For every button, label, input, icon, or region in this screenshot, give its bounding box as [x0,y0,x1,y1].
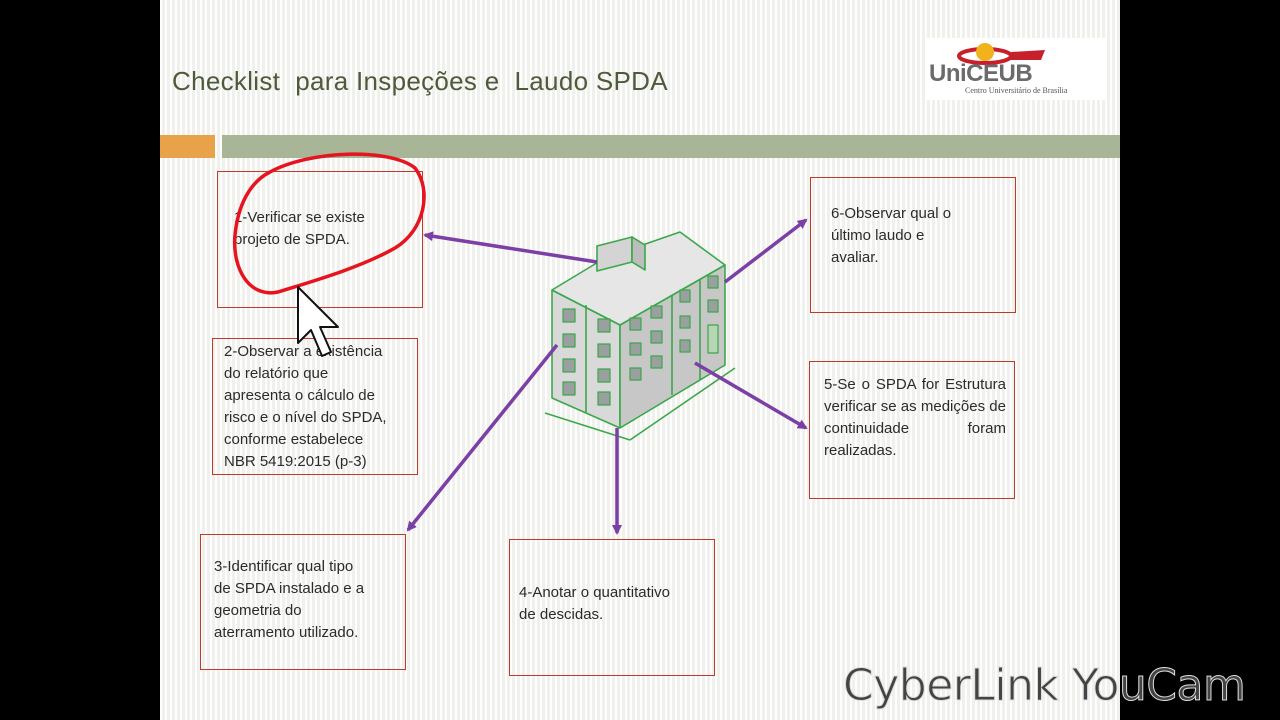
step-3-line-3: geometria do [214,602,302,619]
step-3-line-1: 3-Identificar qual tipo [214,558,354,575]
step-1-box: 1-Verificar se existe projeto de SPDA. [217,171,423,308]
mouse-pointer-icon [297,286,339,357]
step-3-text: 3-Identificar qual tipo de SPDA instalad… [214,556,364,644]
slide-title: Checklist para Inspeções e Laudo SPDA [172,66,668,96]
step-2-box: 2-Observar a existência do relatório que… [212,338,418,475]
step-4-line-2: de descidas. [519,606,604,623]
arrow-to-step-6 [723,218,808,284]
logo-emblem-icon [957,43,1045,65]
step-3-line-4: aterramento utilizado. [214,624,359,641]
step-6-box: 6-Observar qual o último laudo e avaliar… [810,177,1016,313]
arrow-to-step-5 [694,361,808,430]
step-2-line-6: NBR 5419:2015 (p-3) [224,453,367,470]
step-3-line-2: de SPDA instalado e a [214,580,365,597]
step-1-line-1: 1-Verificar se existe [234,209,365,226]
slide: Checklist para Inspeções e Laudo SPDA Un… [160,0,1120,720]
logo-subtitle: Centro Universitário de Brasília [965,86,1068,95]
arrows [406,218,808,535]
header-accent-bar [160,135,215,158]
arrow-to-step-1 [423,231,598,264]
header-divider-bar [222,135,1120,158]
step-2-line-2: do relatório que [224,365,329,382]
diagram-overlay [232,152,808,535]
uniceub-logo: UniCEUB Centro Universitário de Brasília [925,38,1105,100]
step-2-line-4: risco e o nível do SPDA, [224,409,387,426]
step-1-text: 1-Verificar se existe projeto de SPDA. [234,207,365,251]
step-2-text: 2-Observar a existência do relatório que… [224,341,387,473]
step-6-line-2: último laudo e [831,227,925,244]
step-5-box: 5-Se o SPDA for Estrutura verificar se a… [809,361,1015,499]
arrow-to-step-3 [406,343,559,532]
step-5-text: 5-Se o SPDA for Estrutura verificar se a… [824,376,1006,459]
step-2-line-3: apresenta o cálculo de [224,387,375,404]
step-3-box: 3-Identificar qual tipo de SPDA instalad… [200,534,406,670]
step-6-line-3: avaliar. [831,249,879,266]
watermark-text: CyberLink YouCam [842,660,1246,712]
logo-brand: UniCEUB [929,60,1033,87]
step-6-line-1: 6-Observar qual o [831,205,952,222]
step-1-line-2: projeto de SPDA. [234,231,350,248]
step-6-text: 6-Observar qual o último laudo e avaliar… [831,203,951,269]
annotation-circle [232,152,426,295]
step-4-line-1: 4-Anotar o quantitativo [519,584,670,601]
building-icon [544,231,736,441]
step-4-text: 4-Anotar o quantitativo de descidas. [519,582,670,626]
step-2-line-1: 2-Observar a existência [224,343,383,360]
step-4-box: 4-Anotar o quantitativo de descidas. [509,539,715,676]
step-2-line-5: conforme estabelece [224,431,364,448]
